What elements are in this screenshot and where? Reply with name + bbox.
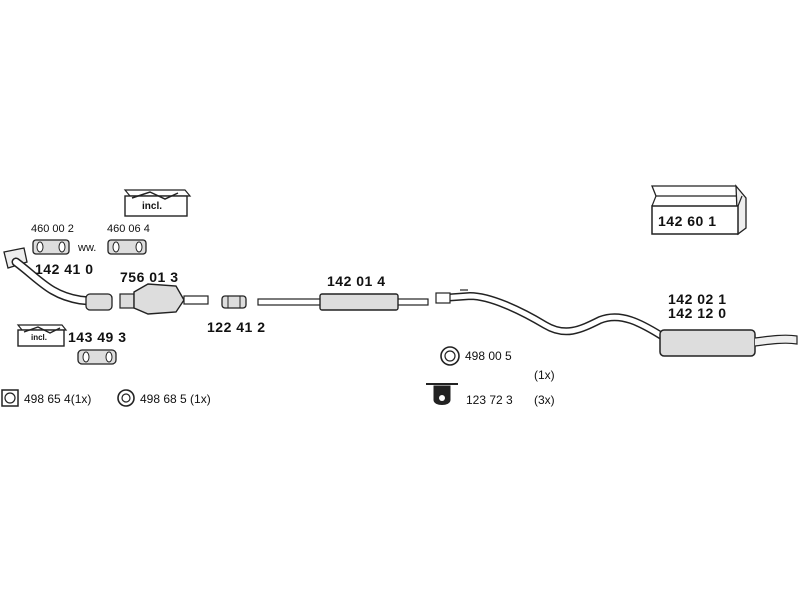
part-label-460064: 460 06 4 xyxy=(107,223,150,235)
kit-box-icon xyxy=(651,184,747,236)
part-label-460002: 460 00 2 xyxy=(31,223,74,235)
gasket-460064-icon xyxy=(107,239,147,255)
part-label-143493: 143 49 3 xyxy=(68,329,127,345)
middle-silencer-icon xyxy=(257,293,429,311)
part-label-756013: 756 01 3 xyxy=(120,269,179,285)
part-label-142021: 142 02 1 xyxy=(668,291,727,307)
clamp-icon xyxy=(221,295,247,309)
part-label-498685: 498 68 5 (1x) xyxy=(140,392,211,406)
part-label-498005: 498 00 5 xyxy=(465,349,512,363)
part-label-142120: 142 12 0 xyxy=(668,305,727,321)
rear-silencer-icon xyxy=(435,289,798,357)
part-label-122412: 122 41 2 xyxy=(207,319,266,335)
catalyst-icon xyxy=(119,283,209,315)
incl-kit-left-icon xyxy=(16,324,68,347)
flexible-joint-143493-icon xyxy=(77,349,117,365)
part-label-142601: 142 60 1 xyxy=(658,213,717,229)
ww-label: ww. xyxy=(78,242,97,254)
hanger-123723-icon xyxy=(426,383,458,405)
incl-label-top: incl. xyxy=(142,201,163,212)
incl-kit-top-icon xyxy=(123,189,192,217)
qty-label-123723: (3x) xyxy=(534,393,555,407)
qty-label-498005: (1x) xyxy=(534,368,555,382)
front-pipe-icon xyxy=(3,247,113,311)
ring-498685-icon xyxy=(117,389,135,407)
incl-label-left: incl. xyxy=(31,333,48,342)
part-label-498654: 498 65 4(1x) xyxy=(24,392,92,406)
part-label-142014: 142 01 4 xyxy=(327,273,386,289)
gasket-460002-icon xyxy=(32,239,70,255)
part-label-123723: 123 72 3 xyxy=(466,393,513,407)
rubber-ring-498005-icon xyxy=(440,346,460,366)
part-label-142410: 142 41 0 xyxy=(35,261,94,277)
square-ring-498654-icon xyxy=(1,389,19,407)
